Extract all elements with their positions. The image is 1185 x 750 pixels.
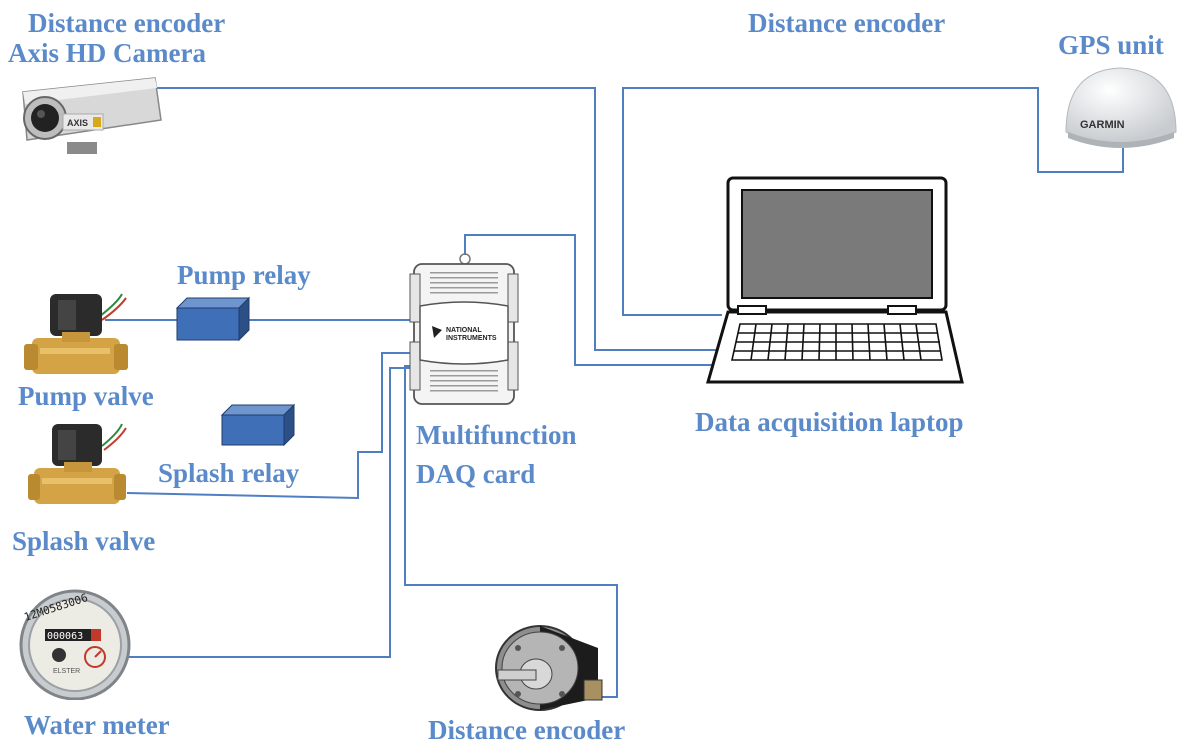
gps-brand: GARMIN [1080, 119, 1125, 131]
label-distance-encoder-top-center: Distance encoder [748, 8, 946, 38]
camera-icon: AXIS [22, 77, 162, 154]
meter-digits: 000063 [47, 631, 83, 642]
rotary-encoder-icon [495, 625, 603, 711]
label-pump-valve: Pump valve [18, 381, 154, 411]
label-data-acquisition-laptop: Data acquisition laptop [695, 407, 964, 437]
daq-card-icon: NATIONAL INSTRUMENTS [409, 253, 519, 405]
meter-brand: ELSTER [53, 668, 80, 675]
label-gps-unit: GPS unit [1058, 30, 1164, 60]
label-daq-line2: DAQ card [416, 459, 536, 489]
label-axis-hd-camera: Axis HD Camera [8, 38, 206, 68]
wire-encoder-daq [404, 365, 618, 698]
wire-gps-laptop [622, 87, 1124, 316]
wire-daq-laptop [464, 234, 722, 366]
wire-splash-valve-daq [126, 352, 422, 500]
daq-brand-line2: INSTRUMENTS [446, 335, 497, 342]
relay-box-icon [220, 403, 296, 447]
solenoid-valve-icon [24, 293, 128, 374]
solenoid-valve-icon [28, 423, 127, 504]
label-daq-line1: Multifunction [416, 420, 577, 450]
laptop-icon [706, 176, 964, 384]
label-splash-valve: Splash valve [12, 526, 156, 556]
label-splash-relay: Splash relay [158, 458, 300, 488]
label-distance-encoder-top-left: Distance encoder [28, 8, 226, 38]
wire-camera-laptop [155, 87, 722, 351]
label-water-meter: Water meter [24, 710, 170, 740]
relay-box-icon [175, 296, 251, 342]
water-meter-icon: 12M0583006 000063 ELSTER [19, 589, 131, 700]
daq-brand-line1: NATIONAL [446, 327, 482, 334]
gps-antenna-icon: GARMIN [1065, 67, 1177, 148]
camera-brand: AXIS [67, 118, 88, 128]
label-pump-relay: Pump relay [177, 260, 311, 290]
label-distance-encoder-bottom: Distance encoder [428, 715, 626, 745]
